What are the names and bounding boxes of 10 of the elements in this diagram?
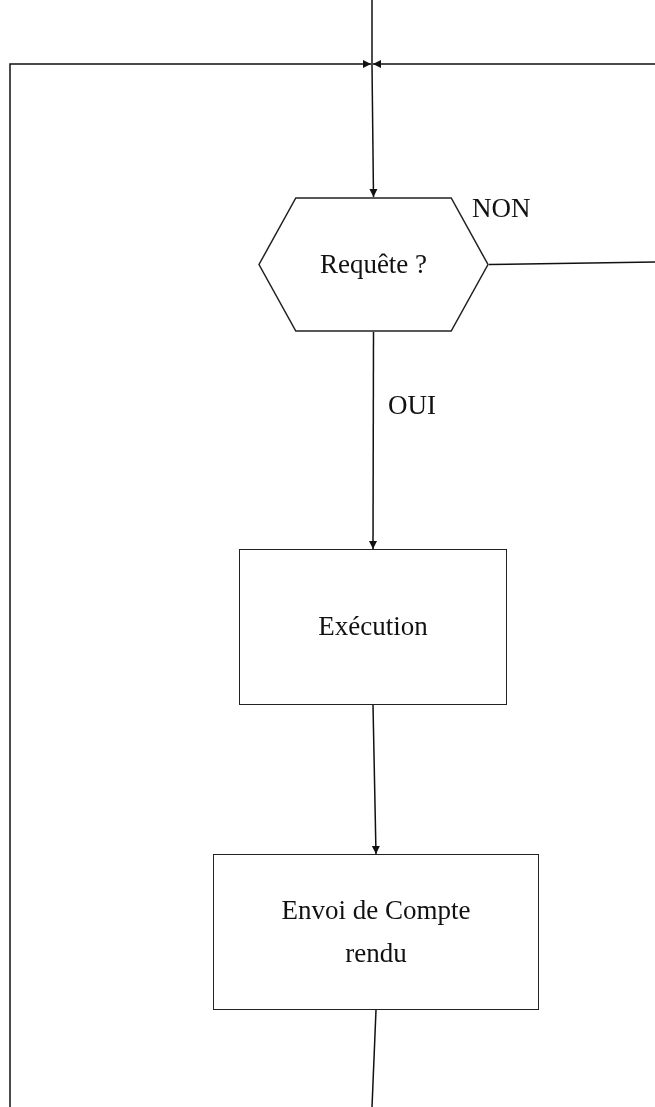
arrow [369, 64, 378, 198]
process-box [239, 549, 507, 705]
node-label: Requête ? [318, 247, 429, 281]
process-box [213, 854, 539, 1010]
node-label: Exécution [317, 610, 429, 644]
node-label: Envoi de Compte rendu [280, 893, 472, 970]
arrow [9, 60, 372, 1107]
arrow [371, 704, 380, 855]
arrow [369, 331, 377, 550]
arrow [372, 60, 655, 68]
